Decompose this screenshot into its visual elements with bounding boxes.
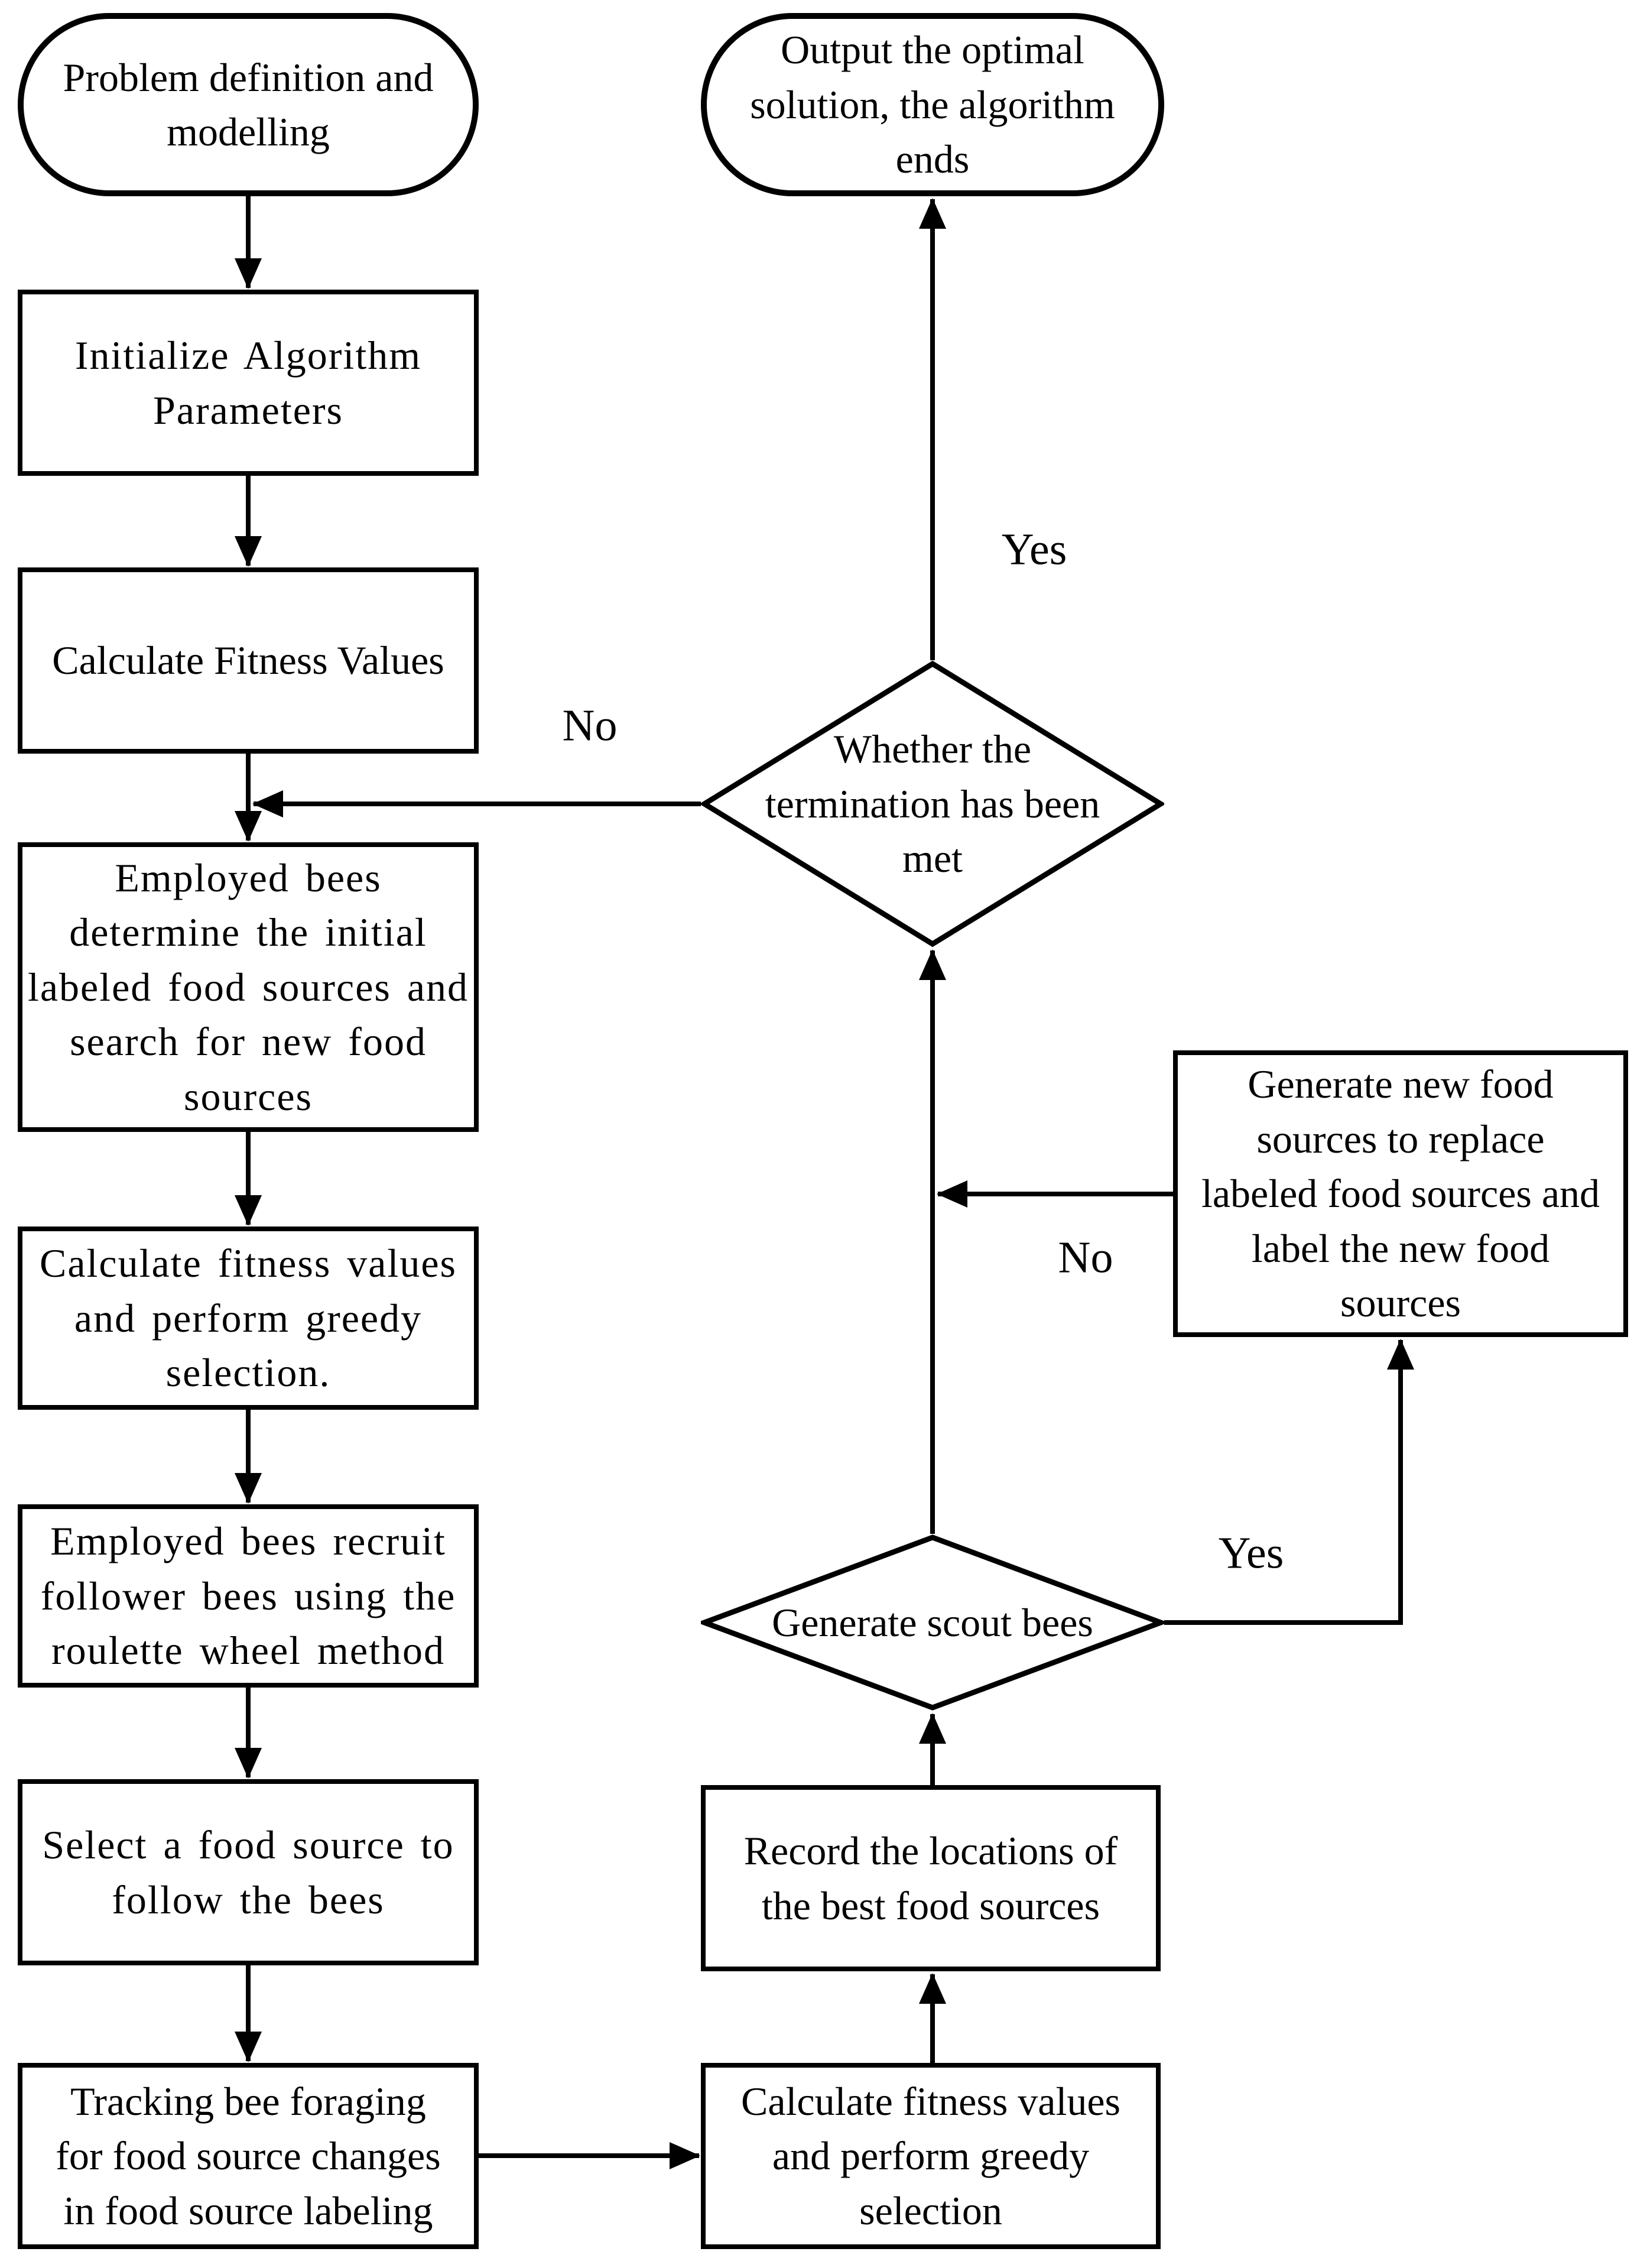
node-label: Whether the termination has been met <box>765 726 1100 881</box>
node-select-food-source: Select a food source to follow the bees <box>18 1779 479 1965</box>
node-generate-scout-bees-decision: Generate scout bees <box>701 1534 1164 1711</box>
node-label: Employed bees determine the initial labe… <box>27 855 469 1119</box>
edge-label-scout-no: No <box>1058 1232 1113 1283</box>
node-label: Calculate Fitness Values <box>52 638 444 683</box>
node-label: Generate scout bees <box>772 1599 1093 1645</box>
node-termination-decision: Whether the termination has been met <box>701 660 1164 948</box>
edge-label-termination-yes: Yes <box>1001 524 1067 575</box>
diamond-shape <box>701 1534 1164 1711</box>
node-recruit-follower-bees: Employed bees recruit follower bees usin… <box>18 1504 479 1688</box>
node-label: Output the optimal solution, the algorit… <box>750 27 1115 182</box>
node-label: Problem definition and modelling <box>63 54 434 154</box>
node-greedy-selection-2: Calculate fitness values and perform gre… <box>701 2063 1161 2249</box>
node-label: Tracking bee foraging for food source ch… <box>56 2078 441 2233</box>
node-label: Select a food source to follow the bees <box>42 1822 454 1922</box>
node-generate-new-food-sources: Generate new food sources to replace lab… <box>1173 1050 1628 1337</box>
edge-label-scout-yes: Yes <box>1218 1528 1284 1578</box>
node-label: Employed bees recruit follower bees usin… <box>40 1519 456 1673</box>
node-label: Calculate fitness values and perform gre… <box>39 1241 457 1396</box>
node-label: Generate new food sources to replace lab… <box>1201 1062 1600 1326</box>
node-calculate-fitness-values: Calculate Fitness Values <box>18 567 479 754</box>
node-employed-bees-search: Employed bees determine the initial labe… <box>18 842 479 1132</box>
node-initialize-parameters: Initialize Algorithm Parameters <box>18 290 479 476</box>
node-tracking-bee-foraging: Tracking bee foraging for food source ch… <box>18 2063 479 2249</box>
node-start-terminator: Problem definition and modelling <box>18 13 479 196</box>
node-label: Initialize Algorithm Parameters <box>74 333 422 433</box>
arrow-scout-yes-to-generate <box>1164 1339 1414 1625</box>
node-label: Calculate fitness values and perform gre… <box>740 2078 1120 2233</box>
diamond-shape <box>701 660 1164 948</box>
edge-label-termination-no: No <box>562 700 618 751</box>
node-end-terminator: Output the optimal solution, the algorit… <box>701 13 1164 196</box>
node-label: Record the locations of the best food so… <box>743 1828 1118 1928</box>
node-record-best-locations: Record the locations of the best food so… <box>701 1785 1161 1971</box>
node-greedy-selection-1: Calculate fitness values and perform gre… <box>18 1227 479 1410</box>
